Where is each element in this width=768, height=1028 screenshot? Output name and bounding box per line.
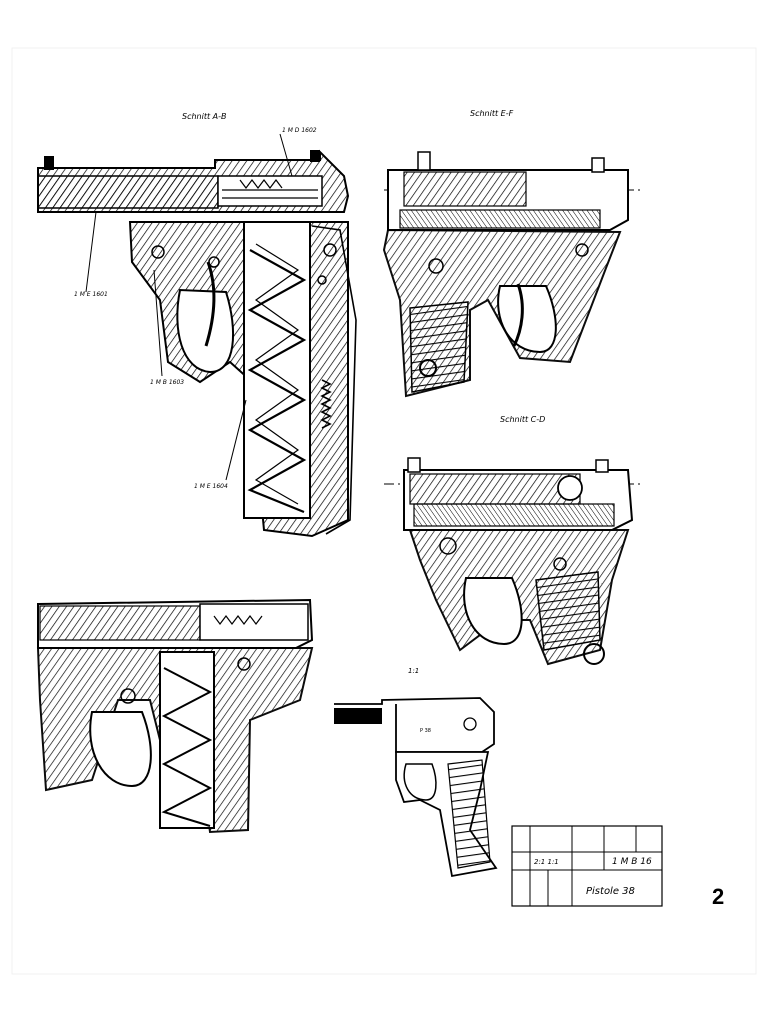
part-label-1603: 1 M B 1603 <box>150 379 184 386</box>
part-label-1604: 1 M E 1604 <box>194 483 228 490</box>
scale-view-drawing <box>334 697 498 878</box>
title-block-lines <box>511 825 663 907</box>
section-ef-title: Schnitt E-F <box>470 109 514 118</box>
title-block-drawing-number: 1 M B 16 <box>612 857 652 867</box>
section-ef-drawing <box>382 151 640 398</box>
section-ab-title: Schnitt A-B <box>182 112 227 121</box>
section-cd-title: Schnitt C-D <box>500 415 545 424</box>
page-number: 2 <box>712 884 725 909</box>
section-cd-drawing <box>384 457 640 666</box>
title-block-scale: 2:1 1:1 <box>534 858 559 866</box>
part-label-1602: 1 M D 1602 <box>282 127 317 134</box>
section-ab-drawing <box>37 133 357 538</box>
p38-marking: P 38 <box>420 728 431 734</box>
part-label-1601: 1 M E 1601 <box>74 291 108 298</box>
title-block-title: Pistole 38 <box>586 886 635 897</box>
partial-section-drawing <box>36 598 314 834</box>
scale-view-label: 1:1 <box>408 667 419 675</box>
